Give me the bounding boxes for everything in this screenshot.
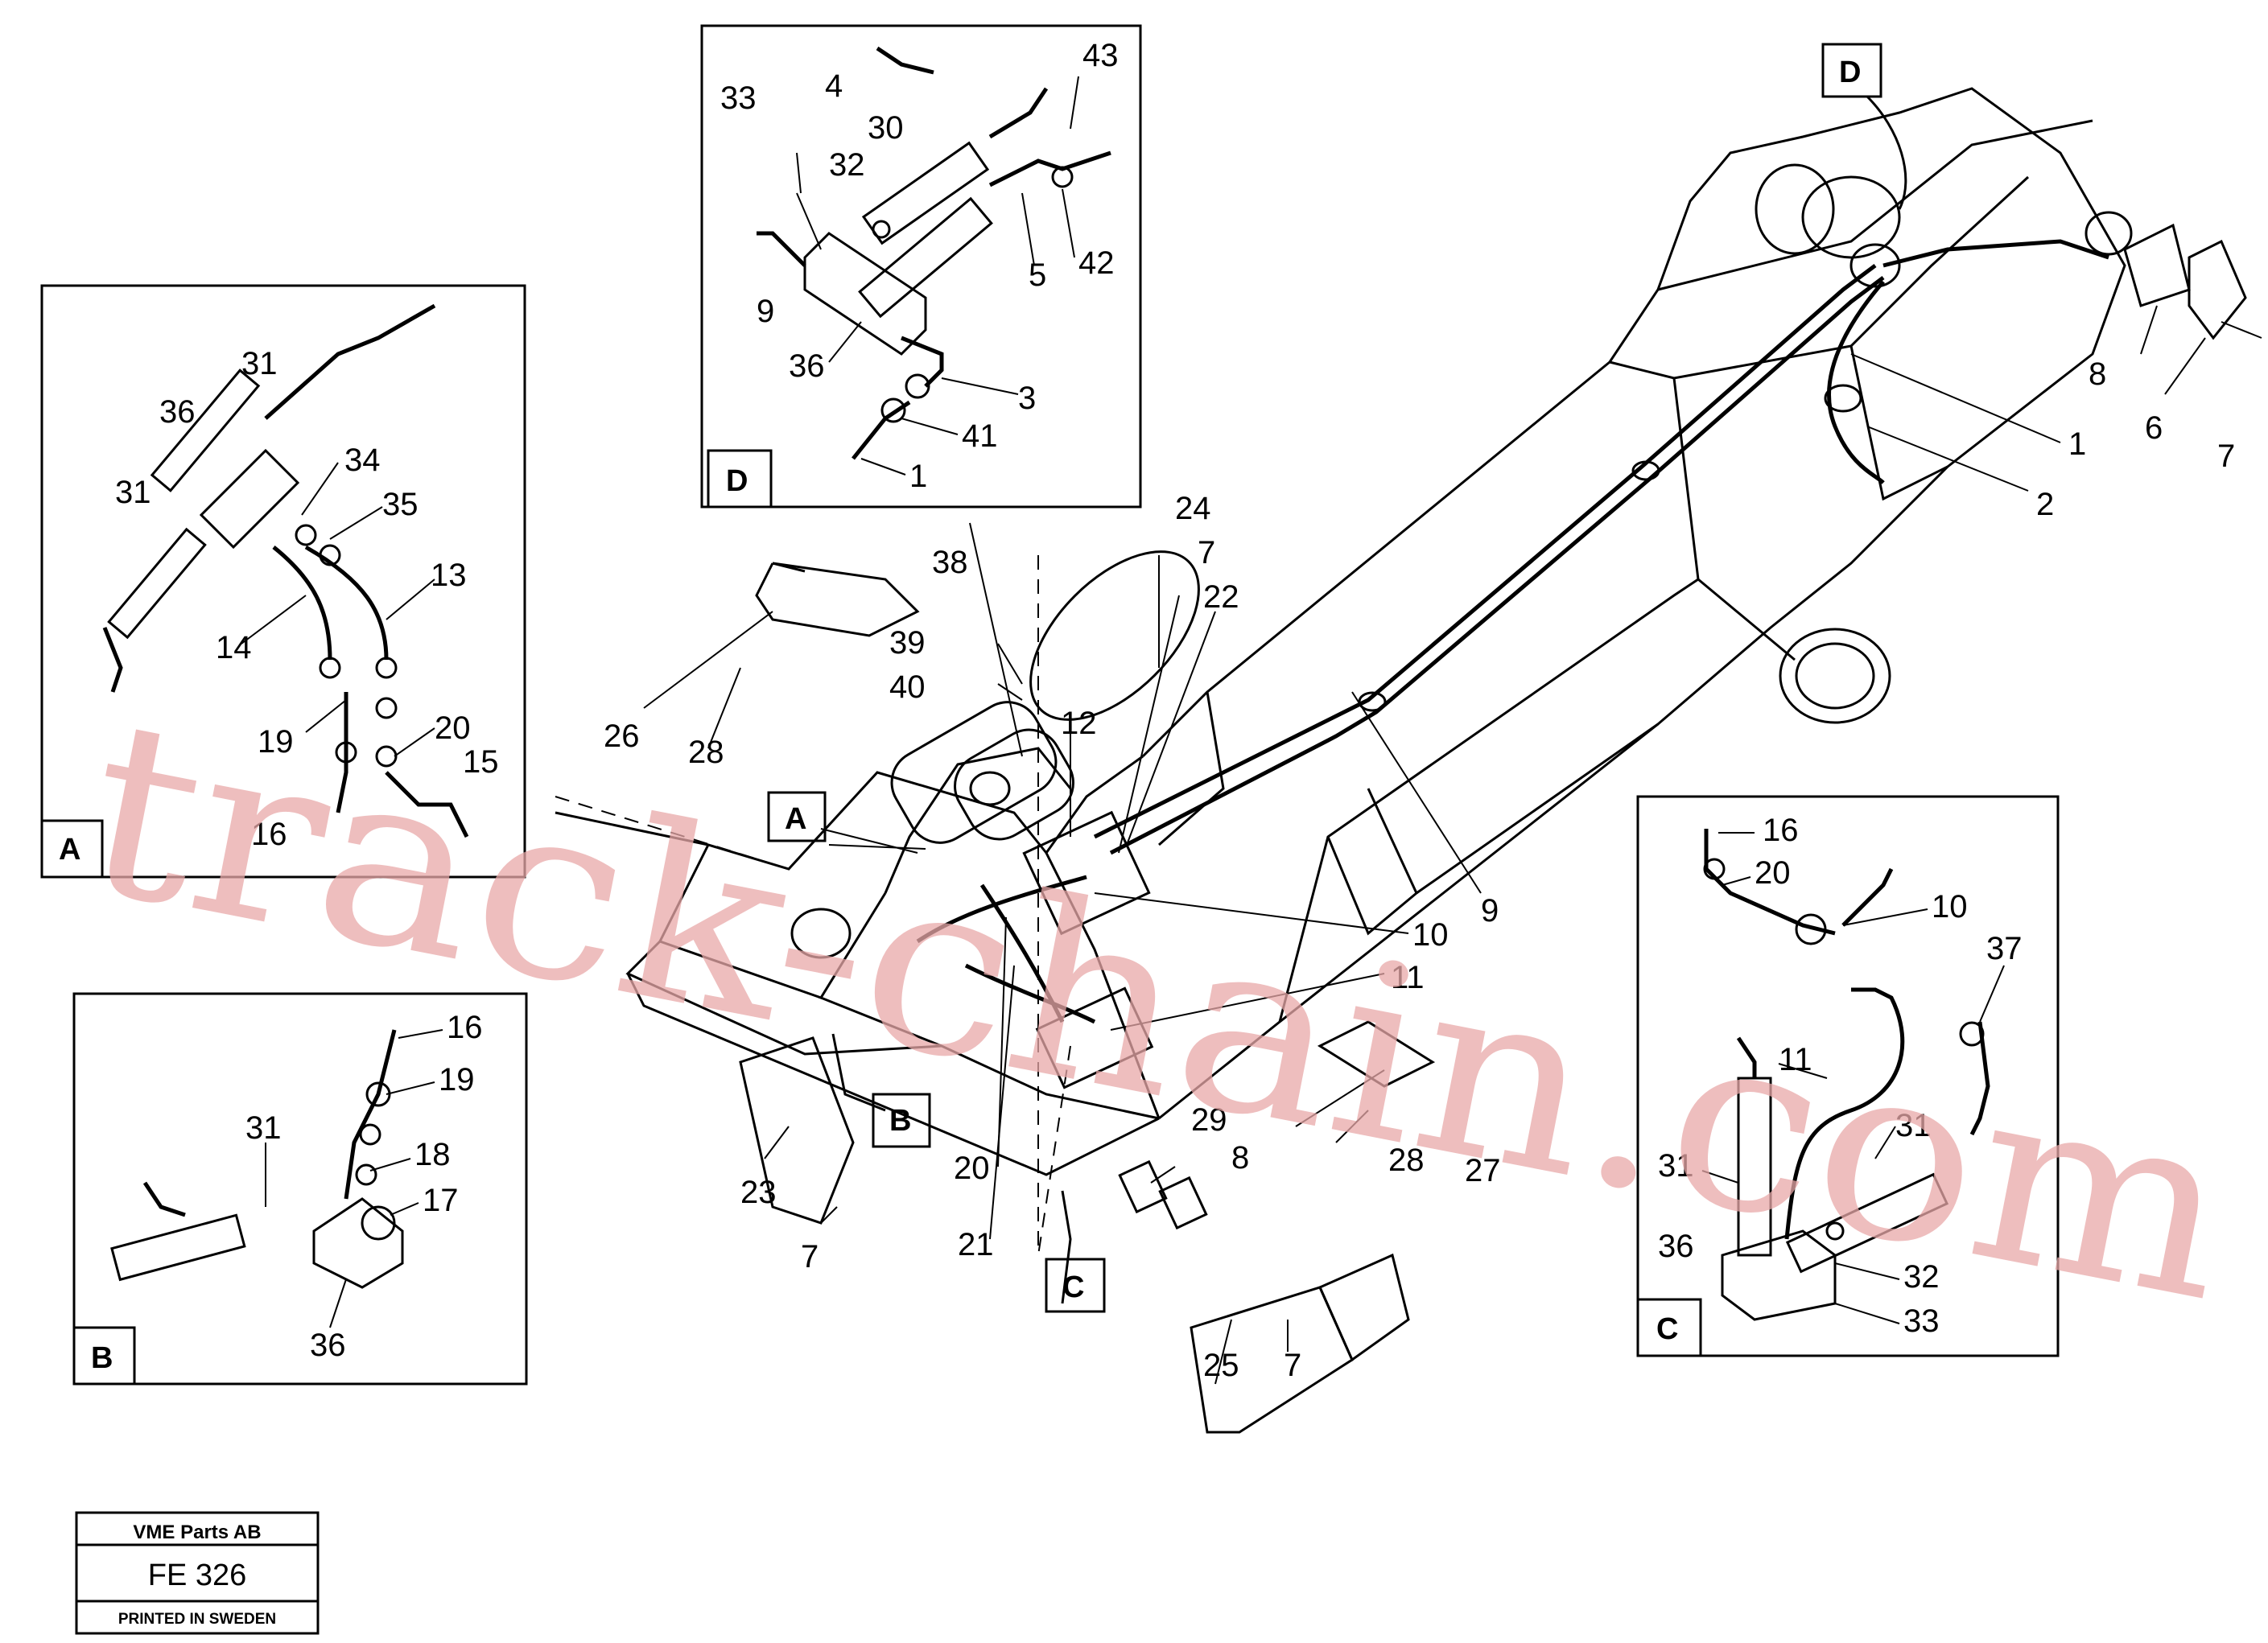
callout-label: 12 xyxy=(1061,706,1097,741)
callout-label: 32 xyxy=(829,147,865,183)
callout-label: 6 xyxy=(2145,410,2163,446)
svg-text:A: A xyxy=(785,802,806,836)
detail-b-pointer: B xyxy=(872,1093,931,1148)
svg-text:D: D xyxy=(1839,56,1861,89)
callout-label: 31 xyxy=(1895,1108,1932,1143)
callout-label: 1 xyxy=(2068,426,2086,462)
callout-label: 4 xyxy=(825,68,843,104)
callout-label: 2 xyxy=(2036,487,2054,522)
callout-label: 15 xyxy=(463,744,499,780)
callout-label: 28 xyxy=(1388,1143,1425,1178)
detail-a-pointer: A xyxy=(767,791,827,842)
main-callouts: 24 7 38 22 39 40 12 26 28 A 10 11 B 20 2… xyxy=(604,43,2235,1383)
detail-b-label: B xyxy=(91,1341,113,1375)
callout-label: 33 xyxy=(720,80,757,116)
callout-label: 16 xyxy=(1763,813,1799,848)
callout-label: 36 xyxy=(310,1328,346,1363)
callout-label: 38 xyxy=(932,545,968,580)
callout-label: 19 xyxy=(258,724,294,760)
detail-c-panel: C 16 20 10 37 11 31 31 36 32 33 xyxy=(1636,795,2060,1357)
callout-label: 11 xyxy=(1391,960,1425,995)
callout-label: 36 xyxy=(1658,1229,1694,1264)
callout-label: 17 xyxy=(423,1183,459,1218)
callout-label: 20 xyxy=(435,710,471,746)
callout-label: 35 xyxy=(382,487,419,522)
callout-label: 8 xyxy=(1231,1140,1249,1176)
callout-label: 1 xyxy=(909,459,927,494)
leader-lines xyxy=(643,305,2262,1385)
callout-label: 9 xyxy=(757,294,774,329)
callout-label: 7 xyxy=(1198,535,1215,570)
callout-label: 8 xyxy=(2089,356,2106,392)
callout-label: 14 xyxy=(216,630,252,665)
callout-label: 29 xyxy=(1191,1102,1227,1138)
callout-label: 31 xyxy=(241,346,278,381)
detail-d-pointer: D xyxy=(1821,43,1882,98)
callout-label: 16 xyxy=(251,817,287,852)
callout-label: 34 xyxy=(344,443,381,478)
callout-label: 10 xyxy=(1412,917,1449,953)
callout-label: 41 xyxy=(962,418,998,454)
callout-label: 10 xyxy=(1932,889,1968,924)
callout-label: 26 xyxy=(604,719,640,754)
svg-text:C: C xyxy=(1062,1270,1084,1304)
watermark: track-chain.com xyxy=(65,665,2252,1356)
callout-label: 20 xyxy=(954,1151,990,1186)
detail-b-panel: B 16 19 31 18 17 36 xyxy=(72,992,528,1386)
detail-d-panel: D 43 33 4 30 32 5 42 9 36 3 41 1 xyxy=(700,24,1142,509)
callout-label: 37 xyxy=(1986,931,2023,966)
callout-label: 7 xyxy=(2217,439,2235,474)
callout-label: 31 xyxy=(1658,1148,1694,1184)
detail-c-pointer: C xyxy=(1045,1258,1106,1313)
callout-label: 20 xyxy=(1755,855,1791,891)
callout-label: 5 xyxy=(1029,257,1046,293)
callout-label: 7 xyxy=(1284,1348,1301,1383)
callout-label: 40 xyxy=(889,669,926,705)
callout-label: 31 xyxy=(245,1110,282,1146)
callout-label: 22 xyxy=(1203,579,1239,615)
print-note: PRINTED IN SWEDEN xyxy=(118,1611,276,1628)
callout-label: 42 xyxy=(1078,245,1115,281)
callout-label: 25 xyxy=(1203,1348,1239,1383)
detail-d-label: D xyxy=(726,464,748,498)
callout-label: 33 xyxy=(1903,1303,1940,1339)
callout-label: 27 xyxy=(1465,1153,1501,1188)
title-block: VME Parts AB FE 326 PRINTED IN SWEDEN xyxy=(75,1511,320,1635)
detail-a-panel: A 31 36 31 34 35 13 14 19 20 15 16 xyxy=(40,284,526,879)
callout-label: 21 xyxy=(958,1227,994,1262)
callout-label: 39 xyxy=(889,625,926,661)
callout-label: 23 xyxy=(740,1175,777,1210)
company-name: VME Parts AB xyxy=(133,1522,261,1543)
callout-label: 36 xyxy=(159,394,196,430)
callout-label: 24 xyxy=(1175,491,1211,526)
callout-label: 18 xyxy=(414,1137,451,1172)
callout-label: 9 xyxy=(1481,893,1499,929)
callout-label: 28 xyxy=(688,735,724,770)
detail-a-label: A xyxy=(59,833,80,867)
callout-label: 31 xyxy=(115,475,151,510)
svg-text:B: B xyxy=(889,1104,911,1138)
detail-c-label: C xyxy=(1656,1312,1678,1346)
callout-label: 3 xyxy=(1018,381,1036,416)
callout-label: 43 xyxy=(1082,38,1119,73)
callout-label: 36 xyxy=(789,348,825,384)
callout-label: 13 xyxy=(431,558,467,593)
callout-label: 19 xyxy=(439,1062,475,1097)
callout-label: 7 xyxy=(801,1239,819,1274)
callout-label: 30 xyxy=(868,110,904,146)
figure-code: FE 326 xyxy=(148,1559,247,1592)
boom-assembly xyxy=(555,87,2247,1434)
callout-label: 16 xyxy=(447,1010,483,1045)
callout-label: 32 xyxy=(1903,1259,1940,1295)
